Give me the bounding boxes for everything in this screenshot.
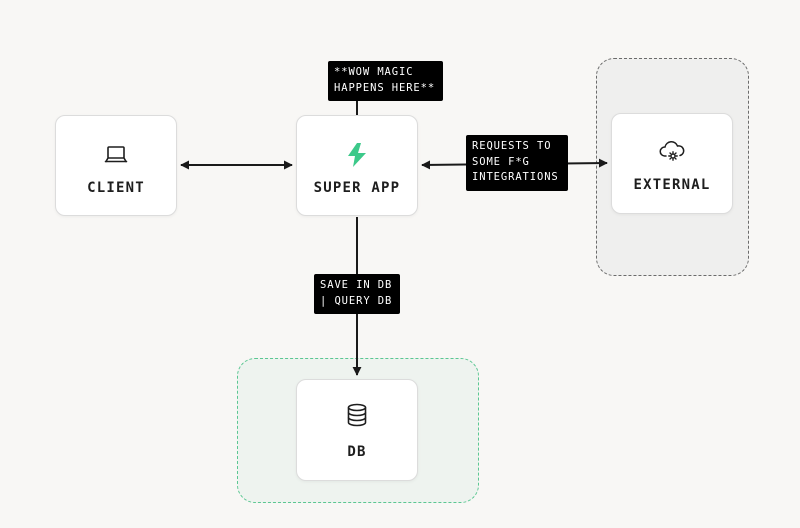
external-node[interactable]: EXTERNAL xyxy=(611,113,733,214)
client-label: CLIENT xyxy=(87,180,145,196)
db-label: DB xyxy=(347,444,367,460)
db-node[interactable]: DB xyxy=(296,379,418,481)
magic-happens-tag: **WOW MAGIC HAPPENS HERE** xyxy=(328,61,443,101)
tag-line: HAPPENS HERE** xyxy=(334,81,436,94)
client-node[interactable]: CLIENT xyxy=(55,115,177,216)
tag-line: REQUESTS TO xyxy=(472,140,552,152)
laptop-icon xyxy=(104,146,128,163)
integrations-tag: REQUESTS TO SOME F*G INTEGRATIONS xyxy=(466,135,568,191)
cloud-gear-icon xyxy=(659,140,685,161)
tag-line: **WOW MAGIC xyxy=(334,66,414,78)
tag-line: INTEGRATIONS xyxy=(472,171,559,183)
tag-line: SAVE IN DB xyxy=(320,279,393,291)
tag-line: SOME F*G xyxy=(472,155,530,168)
super-app-node[interactable]: SUPER APP xyxy=(296,115,418,216)
db-operations-tag: SAVE IN DB | QUERY DB xyxy=(314,274,400,314)
database-icon xyxy=(347,403,367,427)
super-app-label: SUPER APP xyxy=(313,180,401,196)
external-label: EXTERNAL xyxy=(633,177,711,193)
tag-line: | QUERY DB xyxy=(320,294,393,307)
lightning-bolt-icon xyxy=(348,143,366,167)
